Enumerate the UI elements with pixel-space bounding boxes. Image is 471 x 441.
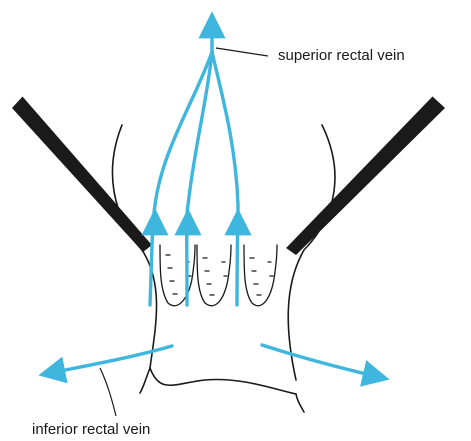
anal-verge [150, 368, 296, 394]
superior-rectal-vein-label: superior rectal vein [278, 48, 405, 63]
inferior-leader-line [100, 368, 116, 416]
left-retractor-blade [12, 96, 152, 252]
right-tributary [212, 52, 238, 305]
right-retractor-blade [286, 96, 445, 255]
inferior-rectal-vein-arrows [45, 345, 383, 378]
right-verge-curl [296, 394, 304, 412]
middle-tributary [187, 52, 212, 305]
column-tick [250, 258, 261, 295]
right-inferior-arrow [262, 345, 383, 378]
left-inferior-arrow [45, 346, 172, 374]
anal-canal-outline [112, 125, 334, 412]
inferior-rectal-vein-label: inferior rectal vein [32, 422, 150, 437]
left-verge-curl [140, 368, 150, 393]
column-tick [166, 255, 177, 294]
superior-leader-line [216, 48, 268, 56]
left-tributary [150, 52, 212, 305]
anal-columns [160, 245, 277, 306]
column-tick [203, 258, 214, 295]
